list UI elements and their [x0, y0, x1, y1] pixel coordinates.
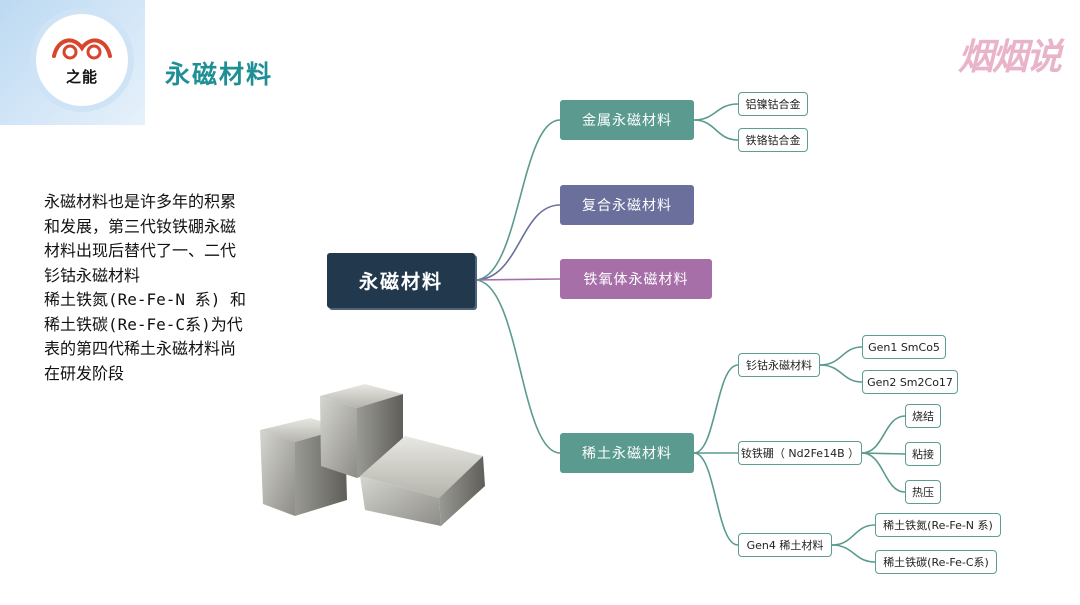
- node-gen4: Gen4 稀土材料: [738, 533, 832, 557]
- node-ferrite-magnet: 铁氧体永磁材料: [560, 259, 712, 299]
- node-smco: 钐钴永磁材料: [738, 353, 820, 377]
- leaf-re-fe-n: 稀土铁氮(Re-Fe-N 系): [875, 513, 1001, 537]
- leaf-gen1: Gen1 SmCo5: [862, 335, 946, 359]
- intro-line: 永磁材料也是许多年的积累: [44, 192, 237, 211]
- intro-line: 材料出现后替代了一、二代: [44, 241, 237, 260]
- intro-line: 稀土铁氮(Re-Fe-N 系) 和: [44, 290, 246, 309]
- leaf-gen2: Gen2 Sm2Co17: [862, 370, 958, 394]
- intro-line: 表的第四代稀土永磁材料尚: [44, 339, 237, 358]
- intro-line: 和发展，第三代钕铁硼永磁: [44, 216, 237, 236]
- intro-text: 永磁材料也是许多年的积累 和发展，第三代钕铁硼永磁 材料出现后替代了一、二代 钐…: [44, 190, 294, 386]
- intro-line: 钐钴永磁材料: [44, 265, 141, 285]
- leaf-sintered: 烧结: [905, 404, 941, 428]
- leaf-bonded: 粘接: [905, 442, 941, 466]
- node-composite-magnet: 复合永磁材料: [560, 185, 694, 225]
- intro-line: 在研发阶段: [44, 363, 125, 383]
- leaf-alnico: 铝镍钴合金: [738, 92, 808, 116]
- leaf-hot-pressed: 热压: [905, 480, 941, 504]
- logo-text: 之能: [65, 68, 98, 86]
- node-ndfeb: 钕铁硼（ Nd2Fe14B ）: [738, 441, 862, 465]
- brand-watermark: 烟烟说: [957, 37, 1062, 78]
- leaf-re-fe-c: 稀土铁碳(Re-Fe-C系): [875, 550, 997, 574]
- intro-line: 稀土铁碳(Re-Fe-C系)为代: [44, 314, 243, 334]
- company-logo: 之能: [36, 14, 128, 106]
- logo-wings-icon: [52, 38, 112, 60]
- node-metal-magnet: 金属永磁材料: [560, 100, 694, 140]
- magnet-blocks-image: [260, 384, 485, 526]
- node-rare-earth-magnet: 稀土永磁材料: [560, 433, 694, 473]
- leaf-fecrco: 铁铬钴合金: [738, 128, 808, 152]
- page-title: 永磁材料: [165, 60, 274, 89]
- mindmap-root: 永磁材料: [327, 253, 475, 308]
